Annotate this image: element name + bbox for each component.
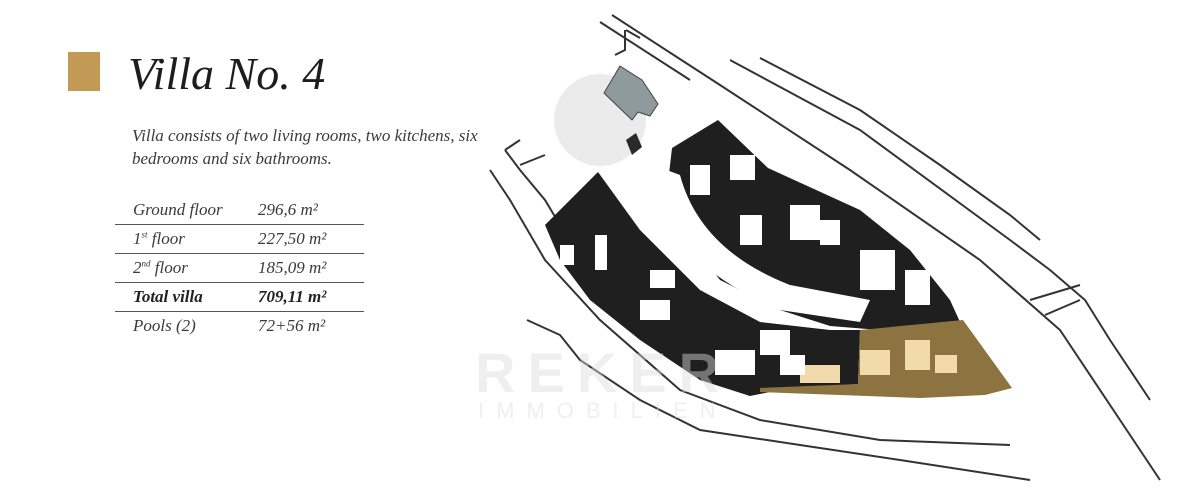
watermark-logo: REKER IMMOBILIEN <box>475 341 731 423</box>
villa-buildings <box>560 155 930 375</box>
spec-label: 1st floor <box>115 224 258 254</box>
villa-description: Villa consists of two living rooms, two … <box>132 126 478 168</box>
table-row: 1st floor 227,50 m² <box>115 224 364 254</box>
table-row: 2nd floor 185,09 m² <box>115 253 364 283</box>
entrance-block <box>626 133 642 155</box>
spec-label: Ground floor <box>115 196 258 225</box>
area-spec-table: Ground floor 296,6 m² 1st floor 227,50 m… <box>115 196 364 340</box>
spec-value: 709,11 m² <box>258 282 364 312</box>
spec-label: 2nd floor <box>115 253 258 283</box>
curved-driveway <box>640 160 870 322</box>
table-row: Pools (2) 72+56 m² <box>115 312 364 341</box>
table-row: Total villa 709,11 m² <box>115 282 364 312</box>
villa-4-buildings <box>800 340 957 383</box>
site-plan: REKER IMMOBILIEN <box>475 14 1161 481</box>
spec-value: 227,50 m² <box>258 224 364 254</box>
spec-value: 185,09 m² <box>258 253 364 283</box>
title-color-swatch <box>68 52 100 91</box>
road-lines <box>489 14 1161 481</box>
table-row: Ground floor 296,6 m² <box>115 196 364 225</box>
spec-value: 296,6 m² <box>258 196 364 225</box>
svg-text:REKER: REKER <box>475 341 731 404</box>
svg-text:IMMOBILIEN: IMMOBILIEN <box>478 398 728 423</box>
garage-building <box>603 65 659 121</box>
spec-label: Total villa <box>115 282 258 312</box>
spec-label: Pools (2) <box>133 316 196 335</box>
page-title: Villa No. 4 <box>128 48 326 99</box>
spec-value: 72+56 m² <box>258 316 326 335</box>
